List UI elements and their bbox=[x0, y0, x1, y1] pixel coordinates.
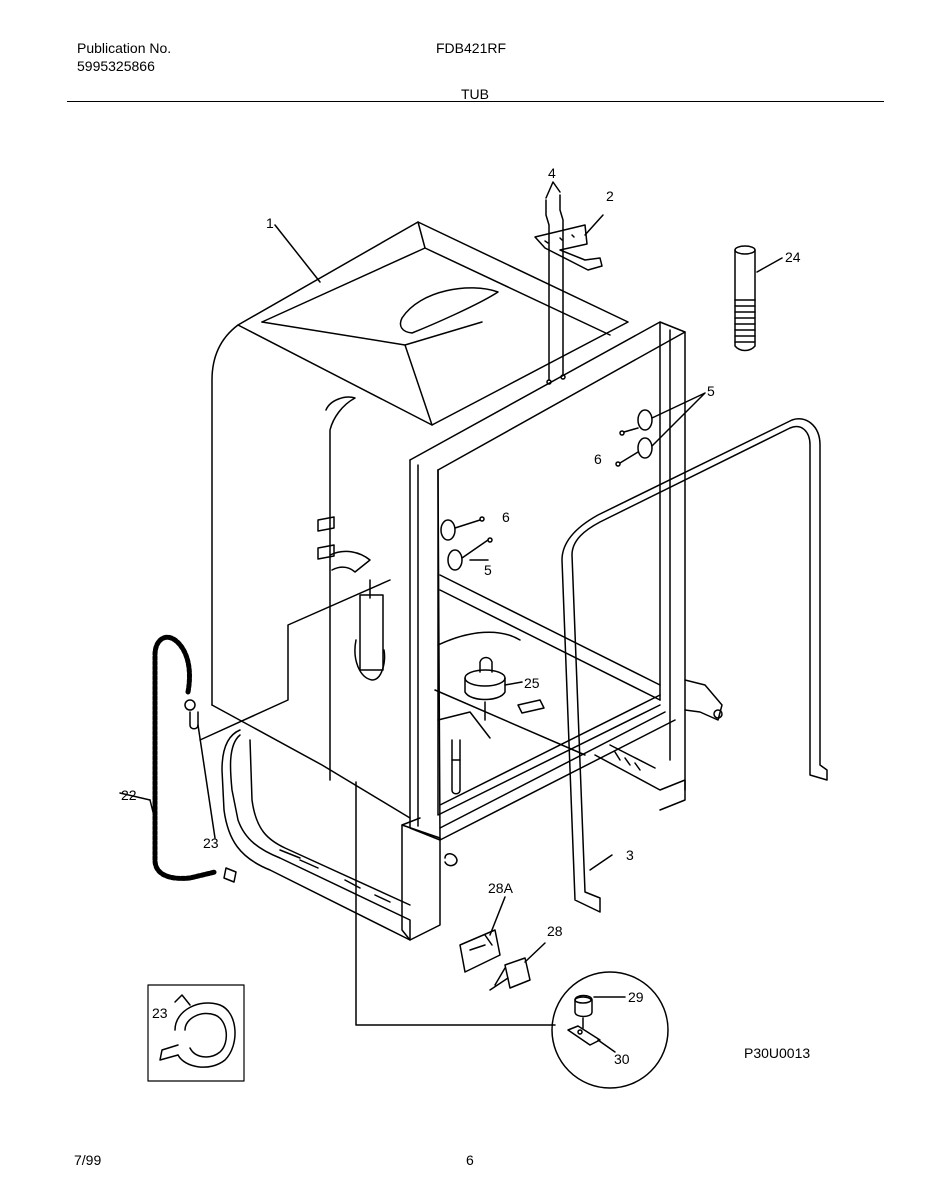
model-number: FDB421RF bbox=[436, 40, 507, 56]
section-title: TUB bbox=[461, 86, 489, 102]
callout-6-left: 6 bbox=[502, 509, 510, 525]
publication-label: Publication No. bbox=[77, 40, 172, 56]
publication-number: 5995325866 bbox=[77, 58, 155, 74]
callout-4: 4 bbox=[548, 165, 556, 181]
callout-5-right: 5 bbox=[707, 383, 715, 399]
footer-date: 7/99 bbox=[74, 1152, 102, 1168]
callout-28a: 28A bbox=[488, 880, 514, 896]
screws bbox=[545, 181, 566, 385]
tub-body bbox=[211, 221, 629, 819]
callout-1: 1 bbox=[266, 215, 274, 231]
leader-lines bbox=[119, 224, 613, 1026]
callout-29: 29 bbox=[628, 989, 644, 1005]
tub-front-frame bbox=[409, 321, 686, 841]
callout-24: 24 bbox=[785, 249, 801, 265]
hinge-right bbox=[684, 679, 723, 721]
top-bracket bbox=[534, 214, 604, 271]
callout-23: 23 bbox=[203, 835, 219, 851]
callout-23-inset: 23 bbox=[152, 1005, 168, 1021]
rack-stops-left bbox=[440, 516, 493, 571]
page-number: 6 bbox=[466, 1152, 474, 1168]
callout-22: 22 bbox=[121, 787, 137, 803]
callout-25: 25 bbox=[524, 675, 540, 691]
drain-tube bbox=[734, 245, 783, 352]
tub-floor bbox=[437, 631, 521, 795]
callout-2: 2 bbox=[606, 188, 614, 204]
callout-28: 28 bbox=[547, 923, 563, 939]
callout-30: 30 bbox=[614, 1051, 630, 1067]
detail-circle bbox=[551, 971, 669, 1089]
float-assembly bbox=[464, 656, 545, 721]
header-rule bbox=[67, 101, 884, 102]
callout-5-left: 5 bbox=[484, 562, 492, 578]
callout-6-right: 6 bbox=[594, 451, 602, 467]
rack-stops-right bbox=[615, 392, 706, 467]
door-gasket bbox=[561, 418, 828, 913]
inset-box bbox=[147, 984, 245, 1082]
door-switch bbox=[459, 896, 546, 991]
callout-3: 3 bbox=[626, 847, 634, 863]
figure-code: P30U0013 bbox=[744, 1045, 810, 1061]
base-frame bbox=[221, 729, 458, 941]
hose-clamp bbox=[197, 724, 237, 883]
